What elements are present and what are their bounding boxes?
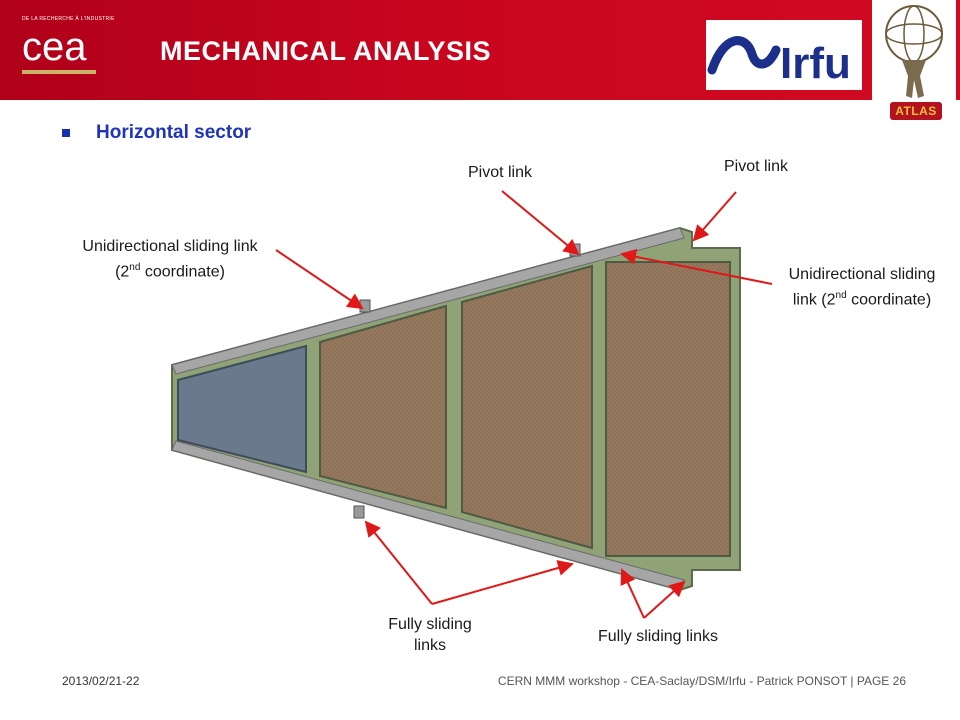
arrow-fully-left-1 — [364, 520, 433, 605]
label-pivot-link-1: Pivot link — [467, 164, 533, 181]
label-uni-left-line2: (2nd coordinate) — [115, 262, 225, 281]
link-tab-pivot — [569, 243, 581, 257]
arrow-fully-right-1 — [620, 568, 645, 619]
link-tab-left — [359, 299, 371, 313]
arrow-pivot-1 — [501, 190, 580, 256]
cea-tagline: DE LA RECHERCHE À L'INDUSTRIE — [22, 16, 115, 22]
label-fully-left-line1: Fully sliding — [388, 616, 472, 633]
panel-4 — [605, 261, 731, 557]
arrow-pivot-2 — [692, 191, 737, 242]
bullet-item: Horizontal sector — [62, 122, 251, 144]
top-rail — [171, 227, 685, 375]
label-uni-right: Unidirectional sliding link (2nd coordin… — [768, 264, 956, 310]
label-pivot-link-2: Pivot link — [723, 158, 789, 175]
bullet-text: Horizontal sector — [96, 122, 252, 143]
label-uni-left-line1: Unidirectional sliding link — [82, 238, 258, 255]
link-tab-bottom — [353, 505, 365, 519]
footer-date: 2013/02/21-22 — [62, 674, 140, 688]
atlas-logo — [872, 0, 956, 126]
label-uni-left: Unidirectional sliding link (2nd coordin… — [52, 236, 288, 282]
label-fully-right: Fully sliding links — [597, 628, 719, 645]
arrow-fully-right-2 — [643, 580, 686, 619]
panel-2 — [319, 304, 447, 510]
label-fully-left: Fully sliding links — [370, 614, 490, 656]
irfu-logo-text: Irfu — [780, 39, 851, 88]
atlas-logo-label: ATLAS — [890, 102, 942, 120]
panel-blue — [177, 344, 307, 474]
irfu-logo: Irfu — [706, 20, 862, 90]
cea-logo-text: cea — [22, 25, 87, 69]
arrow-uni-right — [620, 248, 773, 285]
label-uni-right-line1: Unidirectional sliding — [788, 266, 936, 283]
panel-3 — [461, 264, 593, 550]
arrow-fully-left-2 — [431, 560, 574, 605]
bullet-icon — [62, 129, 70, 137]
bottom-rail — [171, 440, 685, 591]
arrow-uni-left — [275, 249, 364, 310]
footer-info: CERN MMM workshop - CEA-Saclay/DSM/Irfu … — [497, 674, 906, 688]
label-uni-right-line2: link (2nd coordinate) — [792, 290, 932, 309]
cea-logo: cea — [22, 25, 96, 74]
label-fully-left-line2: links — [413, 637, 446, 654]
page-title: MECHANICAL ANALYSIS — [160, 36, 492, 66]
